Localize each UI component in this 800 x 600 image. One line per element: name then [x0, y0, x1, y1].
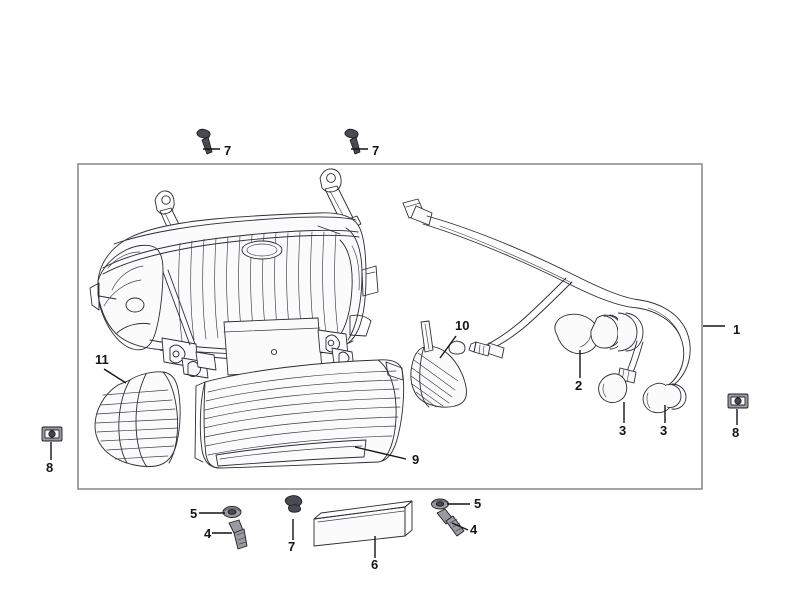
- side-trim-bezel: [410, 320, 467, 408]
- callout-2[interactable]: 2: [575, 378, 582, 393]
- retaining-screw-top-left: [196, 128, 213, 155]
- callout-8-right[interactable]: 8: [732, 425, 739, 440]
- corner-lamp-lens: [94, 371, 181, 468]
- callout-11-leader: [103, 368, 127, 384]
- callout-4-right-leader: [451, 522, 469, 531]
- grommet-clip-left: [41, 426, 63, 442]
- callout-11[interactable]: 11: [95, 352, 109, 367]
- callout-5-left[interactable]: 5: [190, 506, 197, 521]
- callout-leader-lines: [50, 148, 738, 558]
- callout-4-right[interactable]: 4: [470, 522, 478, 537]
- lower-trim-panel: [313, 500, 413, 547]
- callout-3-left[interactable]: 3: [619, 423, 626, 438]
- wiring-harness: [402, 198, 691, 414]
- washer-nut-right: [431, 498, 449, 510]
- retaining-screw-top-right: [344, 128, 361, 155]
- callout-6[interactable]: 6: [371, 557, 378, 572]
- callout-10-leader: [439, 335, 457, 359]
- callout-4-left[interactable]: 4: [204, 526, 212, 541]
- callout-9-leader: [354, 446, 407, 460]
- callout-7-top-left[interactable]: 7: [224, 143, 231, 158]
- callout-7-bottom[interactable]: 7: [288, 539, 295, 554]
- callout-9[interactable]: 9: [412, 452, 419, 467]
- radiator-grille: [194, 359, 405, 469]
- callout-10[interactable]: 10: [455, 318, 469, 333]
- washer-nut-left: [222, 506, 242, 518]
- callout-1[interactable]: 1: [733, 322, 740, 337]
- callout-8-left[interactable]: 8: [46, 460, 53, 475]
- callout-7-top-right[interactable]: 7: [372, 143, 379, 158]
- main-assembly-frame: [77, 163, 703, 490]
- mounting-bolt-left: [228, 519, 248, 550]
- mounting-bolt-right: [436, 508, 465, 537]
- retaining-clip-bottom: [284, 495, 303, 513]
- callout-3-right[interactable]: 3: [660, 423, 667, 438]
- headlamp-housing-body: [89, 168, 379, 379]
- grommet-clip-right: [727, 393, 749, 409]
- callout-5-right[interactable]: 5: [474, 496, 481, 511]
